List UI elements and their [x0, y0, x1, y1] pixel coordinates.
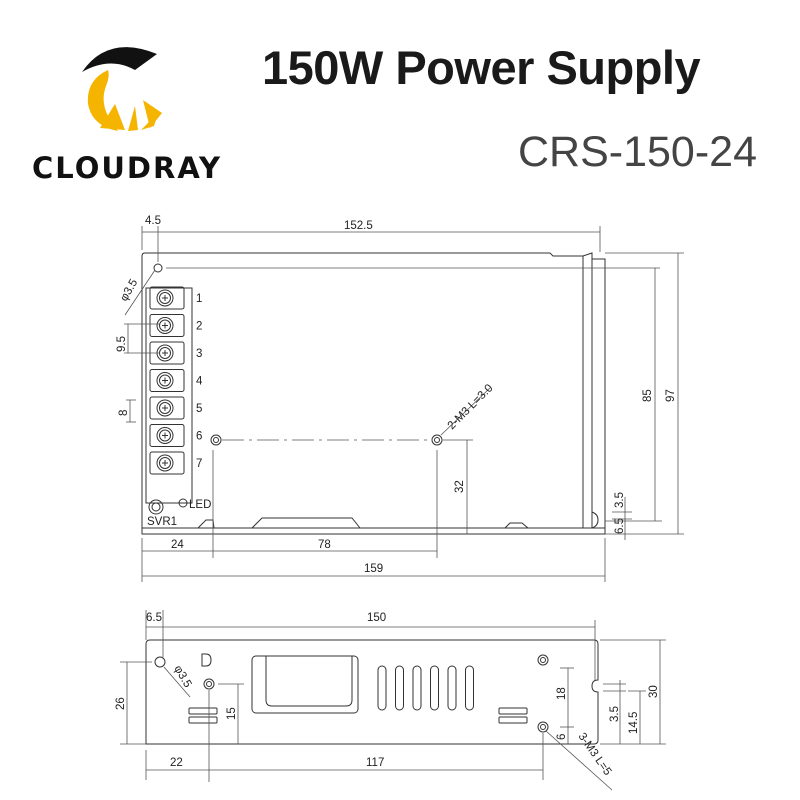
dim-label: 78 [318, 539, 331, 551]
svr1-potentiometer [148, 499, 164, 515]
logo-arc-black [82, 47, 157, 72]
led-indicator [178, 498, 188, 508]
mount-hole [431, 434, 443, 446]
dim-label: φ3.5 [171, 664, 193, 690]
dim-label: 14.5 [628, 712, 640, 734]
dim-label: 15 [226, 707, 238, 720]
terminal: 1 [149, 286, 202, 310]
dim-label: 32 [454, 480, 466, 493]
terminal: 4 [149, 369, 203, 392]
screw-hole [203, 678, 215, 690]
dim-label: 6.5 [614, 518, 626, 534]
vent-slot [465, 665, 474, 711]
terminal-number: 7 [196, 458, 202, 470]
brand-name: CLOUDRAY [32, 151, 222, 185]
dim-label: 6 [556, 734, 568, 740]
terminal: 6 [149, 424, 202, 447]
dim-label: 2-M3 L=3.0 [446, 382, 496, 432]
terminal-number: 1 [196, 293, 202, 305]
vent-slot [447, 665, 457, 711]
mount-hole [154, 656, 166, 668]
dim-label: φ3.5 [118, 277, 140, 303]
window-cutout [251, 655, 359, 714]
dim-label: 3.5 [614, 492, 626, 508]
terminal: 7 [149, 451, 202, 475]
dim-label: 97 [665, 389, 677, 402]
terminal: 3 [149, 341, 202, 365]
logo-c-yellow [87, 70, 118, 131]
led-label: LED [189, 499, 211, 511]
dim-label: 6.5 [146, 612, 162, 624]
vent-slot [395, 665, 404, 711]
terminal-number: 6 [196, 431, 202, 443]
mount-hole [210, 434, 222, 446]
dim-label: 117 [366, 757, 384, 769]
dim-label: 3.5 [609, 706, 621, 722]
screw-hole [537, 654, 549, 666]
dim-label: 24 [171, 539, 184, 551]
dim-label: 3-M3 L=5 [576, 731, 614, 778]
logo-rays [100, 100, 162, 131]
top-view-drawing: 1 2 3 4 5 6 7 SVR1 LED 4.5 152.5 φ3.5 9.5 8 2-… [116, 215, 684, 582]
dim-label: 4.5 [145, 215, 161, 227]
terminal-number: 4 [196, 376, 203, 388]
screw-hole [537, 721, 549, 733]
page-title: 150W Power Supply [262, 41, 701, 94]
terminal: 5 [149, 396, 202, 420]
terminal-number: 3 [196, 348, 202, 360]
model-number: CRS-150-24 [518, 128, 757, 176]
dim-label: 150 [367, 612, 386, 624]
terminal-number: 2 [196, 321, 202, 333]
dim-label: 26 [115, 697, 127, 710]
dim-label: 30 [648, 685, 660, 698]
dim-label: 159 [364, 563, 383, 575]
vent-slot [412, 665, 422, 711]
dim-label: 22 [170, 757, 183, 769]
side-view-drawing: 6.5 150 φ3.5 26 15 22 117 18 6 3-M3 L=5 … [115, 610, 666, 791]
svr1-label: SVR1 [147, 516, 177, 528]
dim-label: 8 [118, 410, 130, 416]
dim-label: 85 [642, 389, 654, 402]
cloudray-logo: CLOUDRAY [32, 47, 222, 185]
vent-slot [377, 665, 387, 711]
vent-slot [430, 665, 439, 711]
mount-hole [153, 263, 163, 273]
terminal-block [145, 287, 193, 504]
dim-label: 18 [556, 687, 568, 700]
terminal: 2 [149, 314, 202, 337]
dim-label: 9.5 [116, 336, 128, 352]
dim-label: 152.5 [344, 220, 373, 232]
terminal-number: 5 [196, 403, 202, 415]
